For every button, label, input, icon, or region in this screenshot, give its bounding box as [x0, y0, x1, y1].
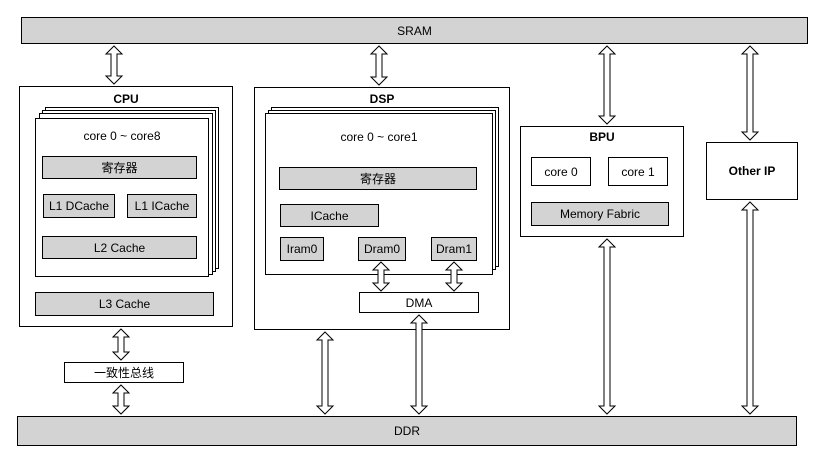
cpu-l2-cache: L2 Cache [42, 236, 197, 259]
arrow-dsp-ddr [315, 331, 335, 415]
coherent-bus: 一致性总线 [64, 362, 184, 383]
dsp-title: DSP [369, 92, 395, 106]
cpu-l1-dcache: L1 DCache [43, 194, 115, 218]
dsp-cores-label: core 0 ~ core1 [340, 130, 418, 144]
cpu-cores-label: core 0 ~ core8 [83, 129, 161, 143]
dsp-dma: DMA [359, 292, 479, 313]
arrow-otherip-ddr [740, 201, 760, 415]
sram-label: SRAM [397, 23, 432, 38]
dsp-registers: 寄存器 [279, 167, 477, 190]
ddr-label: DDR [394, 424, 420, 438]
bpu-title: BPU [589, 130, 615, 144]
dsp-dram1: Dram1 [431, 237, 477, 261]
cpu-l1-icache: L1 ICache [127, 194, 197, 218]
bpu-memory-fabric: Memory Fabric [531, 202, 669, 226]
ddr-bar: DDR [17, 416, 797, 446]
arrow-dram1-dma [444, 261, 464, 292]
cpu-registers: 寄存器 [42, 156, 197, 179]
dsp-iram0: Iram0 [280, 237, 324, 261]
arrow-bus-ddr [111, 384, 131, 415]
arrow-dram0-dma [371, 261, 391, 292]
arrow-dma-ddr [409, 314, 429, 415]
arrow-cpu-bus [111, 328, 131, 361]
dsp-dram0: Dram0 [358, 237, 406, 261]
bpu-core0: core 0 [531, 157, 591, 186]
bpu-core1: core 1 [608, 157, 668, 186]
arrow-sram-cpu [104, 45, 124, 85]
cpu-title: CPU [113, 92, 139, 106]
arrow-sram-bpu [597, 45, 617, 125]
cpu-l3-cache: L3 Cache [35, 292, 214, 316]
arrow-sram-dsp [369, 45, 389, 86]
arrow-bpu-ddr [597, 238, 617, 415]
sram-bar: SRAM [21, 17, 808, 44]
dsp-icache: ICache [280, 204, 379, 227]
other-ip: Other IP [706, 142, 798, 200]
arrow-sram-otherip [740, 45, 760, 141]
